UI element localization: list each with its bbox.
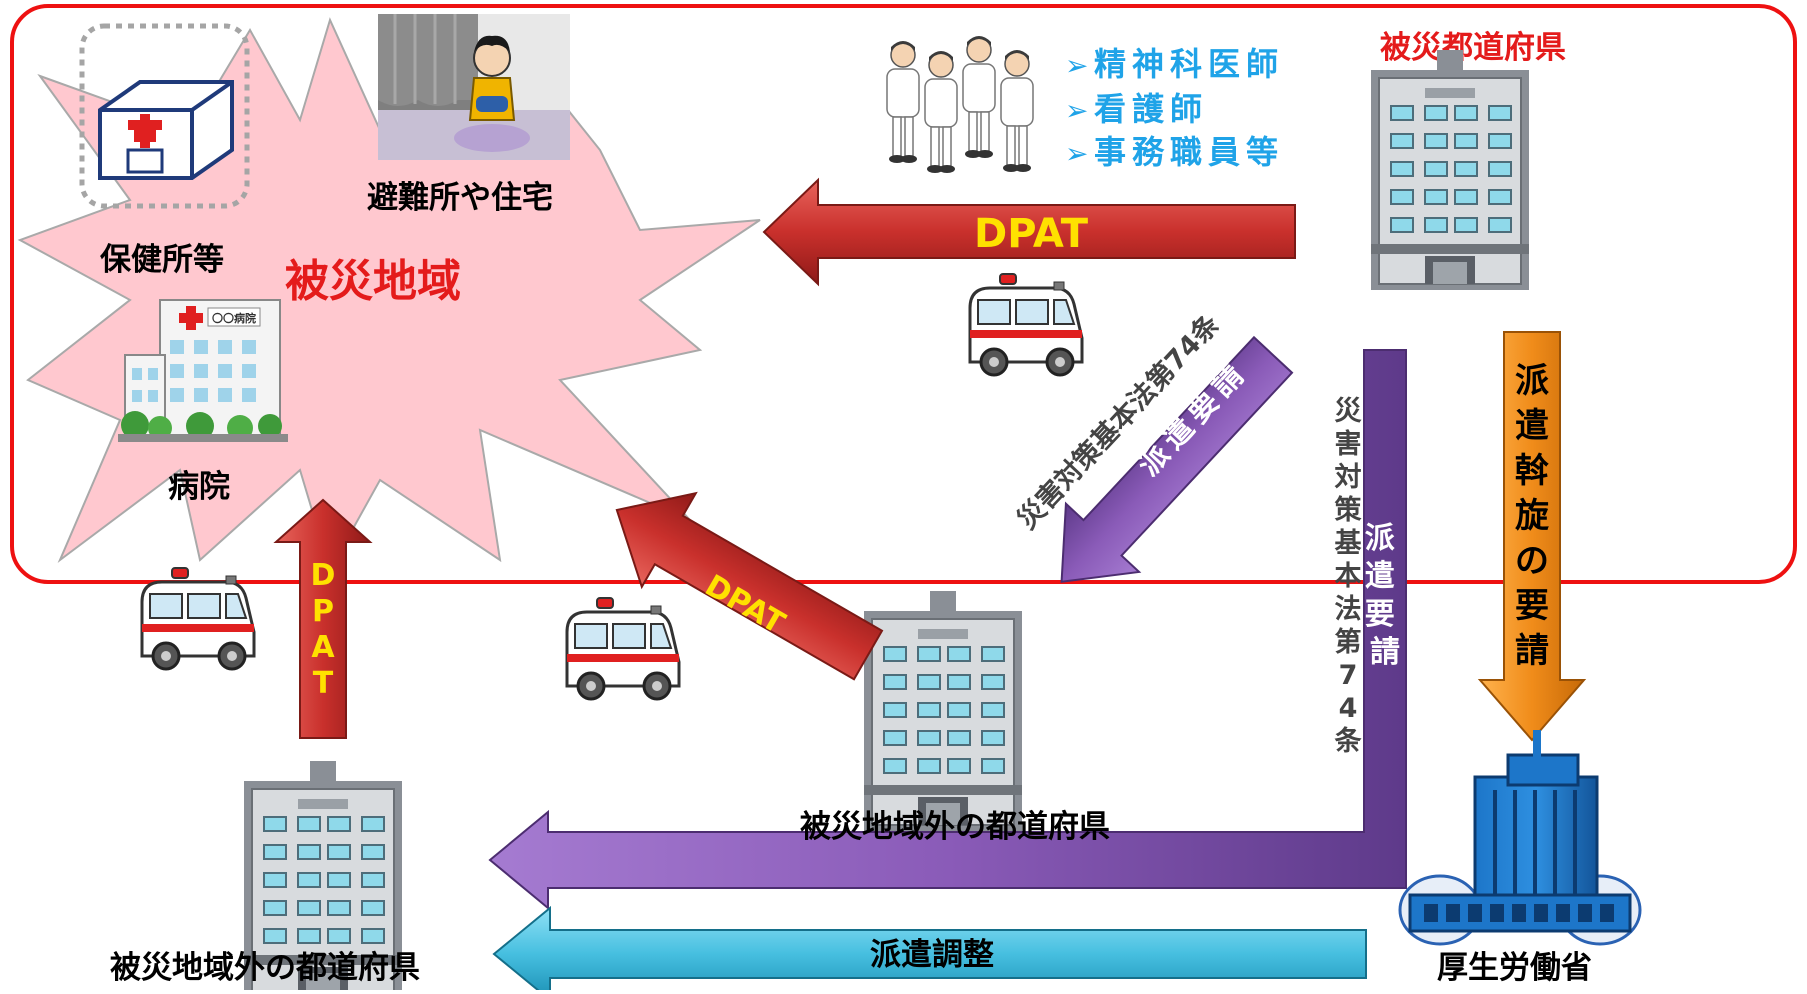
team-member-3: 事務職員等 <box>1094 133 1284 171</box>
affected-prefecture-building-icon <box>1370 49 1530 291</box>
team-member-1: 精神科医師 <box>1094 45 1284 83</box>
outside-prefecture-building-icon-middle <box>863 590 1023 832</box>
vertical-char: 斡 <box>1515 451 1549 491</box>
health-center-icon <box>79 23 250 209</box>
request-char-2: 遣 <box>1365 559 1395 594</box>
hospital-icon: 〇〇病院 <box>118 299 288 442</box>
team-member-3-bullet: ➢ <box>1065 137 1088 170</box>
request-char-3: 要 <box>1365 597 1395 632</box>
ambulance-icon-2 <box>565 596 681 701</box>
dpat-arrow-left <box>273 498 373 739</box>
hospital-label: 病院 <box>168 469 230 505</box>
ministry-label: 厚生労働省 <box>1437 950 1592 986</box>
vertical-char: 策 <box>1335 494 1363 526</box>
vertical-char: T <box>313 666 334 701</box>
dpat-arrow-middle <box>615 491 884 681</box>
vertical-char: 派 <box>1515 361 1549 401</box>
vertical-char: 遣 <box>1515 406 1549 446</box>
vertical-char: の <box>1515 541 1549 581</box>
team-member-2-bullet: ➢ <box>1065 94 1088 127</box>
vertical-char: 対 <box>1335 462 1362 493</box>
dpat-arrow-top <box>762 177 1296 287</box>
request-char-4: 請 <box>1370 635 1400 670</box>
shelter-picture <box>378 14 570 160</box>
health-center-label: 保健所等 <box>100 242 224 278</box>
request-arrow-ministry-label: 派 遣 要 請 <box>1365 521 1405 670</box>
affected-prefecture-label: 被災都道府県 <box>1380 30 1566 66</box>
team-member-1-bullet: ➢ <box>1065 49 1088 82</box>
ambulance-icon-3 <box>140 566 256 671</box>
coordination-arrow-label: 派遣調整 <box>870 937 994 973</box>
shelter-label: 避難所や住宅 <box>367 180 553 216</box>
vertical-char: D <box>311 558 336 593</box>
outside-prefecture-label-middle: 被災地域外の都道府県 <box>800 809 1110 845</box>
mediation-arrow <box>1477 331 1587 742</box>
vertical-char: 請 <box>1515 631 1549 671</box>
disaster-area-border <box>10 4 1797 584</box>
vertical-char: P <box>312 594 334 629</box>
coordination-arrow <box>492 905 1367 994</box>
vertical-char: 本 <box>1335 561 1362 592</box>
request-arrow-diagonal <box>1060 335 1294 583</box>
vertical-char: 法 <box>1335 594 1362 625</box>
vertical-char: 害 <box>1335 428 1362 460</box>
vertical-char: 旋 <box>1515 496 1549 536</box>
ambulance-icon-1 <box>968 272 1084 377</box>
vertical-char: 基 <box>1335 528 1363 559</box>
vertical-char: 4 <box>1339 693 1358 724</box>
team-member-2: 看護師 <box>1094 90 1208 128</box>
vertical-char: 第 <box>1335 626 1362 658</box>
vertical-char: 7 <box>1339 660 1358 691</box>
vertical-char: 災 <box>1335 396 1363 427</box>
vertical-char: A <box>311 630 335 665</box>
vertical-char: 要 <box>1515 586 1549 626</box>
disaster-area-label: 被災地域 <box>285 256 461 307</box>
vertical-char: 条 <box>1335 726 1363 757</box>
ministry-building-icon <box>1398 730 1642 946</box>
dpat-arrow-top-label: DPAT <box>974 211 1089 257</box>
request-arrow-ministry <box>488 349 1407 911</box>
outside-prefecture-label-left: 被災地域外の都道府県 <box>110 950 420 986</box>
mediation-arrow-label: 派遣斡旋の要請 <box>1515 361 1549 671</box>
hospital-sign-label: 〇〇病院 <box>212 311 256 325</box>
medical-team-icon <box>886 35 1034 174</box>
request-char-1: 派 <box>1365 521 1395 556</box>
